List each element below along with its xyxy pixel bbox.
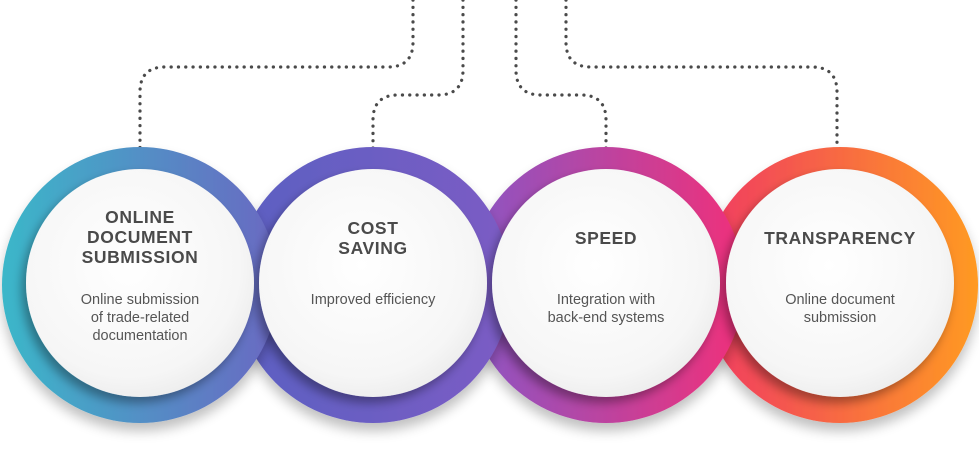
card-description: Online document submission (785, 292, 895, 326)
connector-speed (514, 0, 608, 152)
inner-disc-transparency (726, 169, 954, 397)
card-description: Improved efficiency (310, 292, 436, 308)
card-description: Online submission of trade-related docum… (80, 292, 200, 344)
card-title: TRANSPARENCY (764, 228, 916, 248)
connector-cost-saving (371, 0, 465, 152)
card-speed: SPEED Integration with back-end systems (492, 169, 720, 397)
inner-disc-speed (492, 169, 720, 397)
card-title: ONLINE DOCUMENT SUBMISSION (81, 207, 199, 267)
card-cost-saving: COST SAVING Improved efficiency (259, 169, 487, 397)
connector-transparency (564, 0, 839, 152)
card-transparency: TRANSPARENCY Online document submission (726, 169, 954, 397)
connector-online-document-submission (138, 0, 415, 152)
card-title: COST SAVING (338, 218, 408, 258)
inner-discs (26, 169, 954, 397)
card-online-document-submission: ONLINE DOCUMENT SUBMISSION Online submis… (26, 169, 254, 397)
card-description: Integration with back-end systems (547, 292, 665, 326)
card-title: SPEED (574, 228, 638, 248)
inner-disc-online-document-submission (26, 169, 254, 397)
connector-lines (138, 0, 839, 152)
inner-disc-cost-saving (259, 169, 487, 397)
